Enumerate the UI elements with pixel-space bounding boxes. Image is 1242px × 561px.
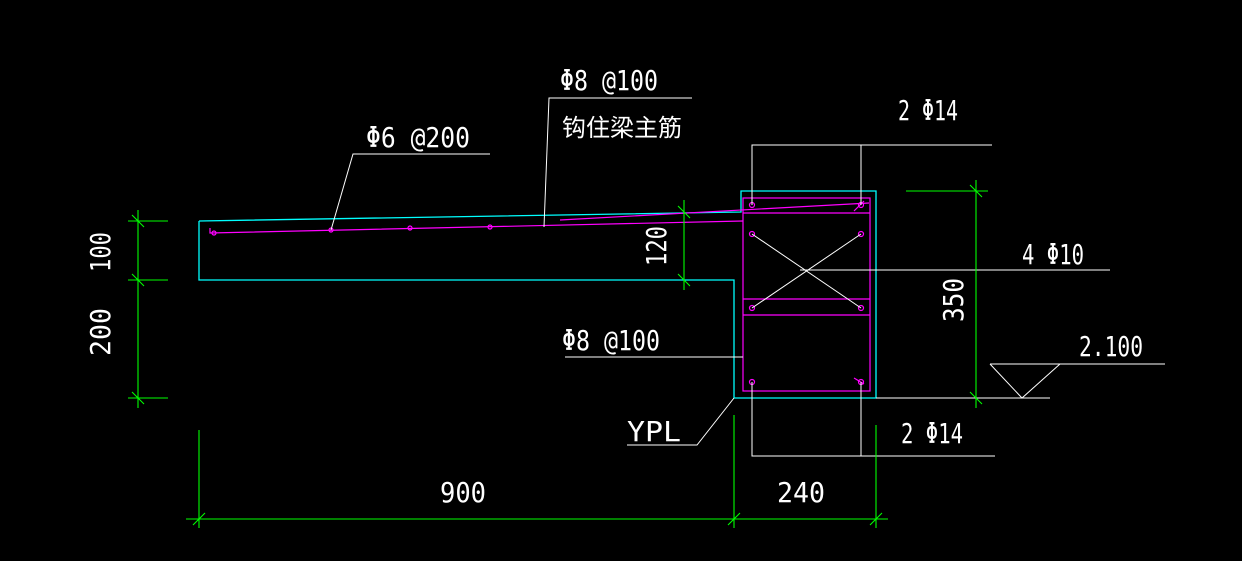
dim-label-left-upper: 100 (84, 232, 117, 272)
dim-label-beam-width: 240 (777, 476, 825, 509)
leader-bottom-bars (751, 382, 995, 457)
hook-top-right (853, 200, 865, 212)
beam-bar-mid-left-upper (748, 230, 756, 238)
label-hook-note: 钩住梁主筋 (562, 114, 682, 142)
label-hook-rebar: Φ8 @100 (560, 64, 658, 97)
tick (727, 512, 741, 526)
slab-bar (407, 225, 413, 231)
label-beam-name: YPL (627, 415, 681, 448)
slab-bar (328, 227, 334, 233)
beam-bar-mid-right-lower (857, 304, 865, 312)
slab-bar (487, 224, 493, 230)
slab-top-rebar (209, 220, 744, 234)
tick (131, 391, 145, 405)
slab-bar (211, 230, 217, 236)
tick (969, 391, 983, 405)
stirrup-outer (742, 197, 871, 392)
label-top-bars: 2 Φ14 (898, 94, 958, 127)
tick (969, 184, 983, 198)
slab-hook-rebar (559, 202, 870, 221)
hook-bottom-right (853, 377, 865, 385)
canopy-and-beam-outline (198, 190, 877, 399)
leader-hook-rebar (543, 97, 692, 228)
label-bottom-bars: 2 Φ14 (901, 417, 963, 450)
tick (131, 214, 145, 228)
elevation-triangle (989, 363, 1062, 399)
dim-label-slab-thickness: 120 (640, 226, 673, 266)
tick (677, 205, 691, 219)
tick (131, 273, 145, 287)
leader-slab-rebar (330, 153, 490, 231)
leader-top-bars (751, 144, 992, 205)
dim-label-canopy-length: 900 (440, 476, 486, 509)
cross-tie-b (751, 233, 862, 309)
leader-lines (330, 97, 1165, 457)
beam-bar-mid-left-lower (748, 304, 756, 312)
label-elevation: 2.100 (1079, 330, 1143, 363)
annotations: Φ8 @100 钩住梁主筋 Φ6 @200 2 Φ14 4 Φ10 Φ8 @10… (84, 64, 1143, 509)
dimension-lines (128, 180, 988, 528)
tick (869, 512, 883, 526)
dim-label-left-lower: 200 (84, 308, 117, 356)
tick (677, 273, 691, 287)
label-slab-rebar: Φ6 @200 (366, 121, 470, 154)
label-side-bars: 4 Φ10 (1022, 238, 1084, 271)
label-stirrup: Φ8 @100 (562, 324, 660, 357)
leader-beam-name (627, 397, 735, 446)
concrete-outline (198, 190, 877, 399)
tick (192, 512, 206, 526)
beam-bar-mid-right-upper (857, 230, 865, 238)
dim-label-beam-height: 350 (937, 278, 970, 322)
